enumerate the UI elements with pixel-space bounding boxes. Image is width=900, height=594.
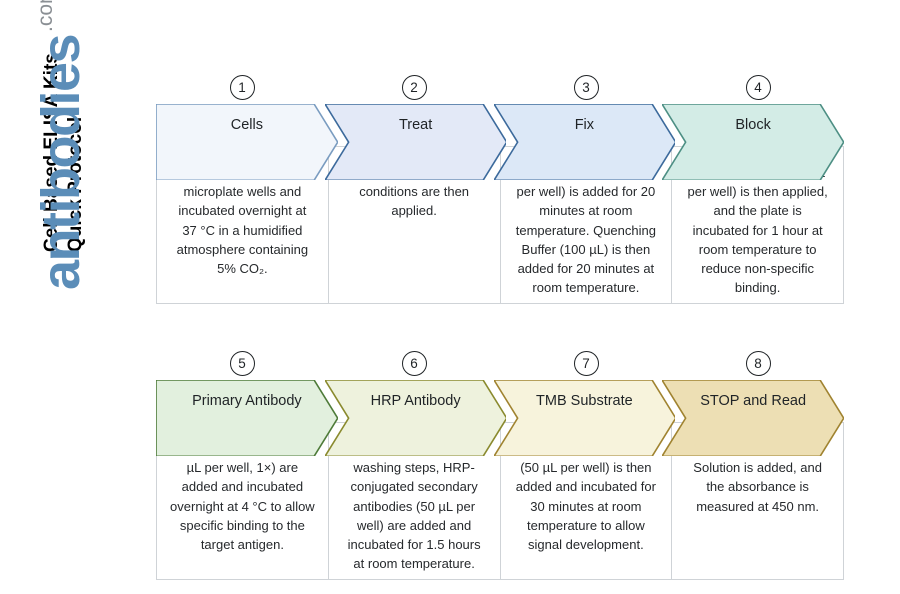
step-number-cell: 5 xyxy=(156,346,328,380)
page-title: Cell Based ELISA Kits Quick Protocol xyxy=(40,0,120,252)
step-number-cell: 2 xyxy=(328,70,500,104)
watermark-tld: .com xyxy=(34,0,57,32)
step-header-chevron[interactable]: Treat xyxy=(324,104,507,181)
step-number-cell: 1 xyxy=(156,70,328,104)
page-title-line-1: Cell Based ELISA Kits xyxy=(41,53,62,252)
step-header-chevron[interactable]: Fix xyxy=(493,104,676,181)
step-header-chevron[interactable]: HRP Antibody xyxy=(324,380,507,457)
step-header-label: Cells xyxy=(230,117,263,133)
step-number-badge: 7 xyxy=(573,350,599,376)
step-number-badge: 5 xyxy=(229,350,255,376)
step-number-cell: 6 xyxy=(328,346,500,380)
step-number-strip: 5 6 7 8 xyxy=(156,346,844,380)
step-header-chevron[interactable]: Block xyxy=(662,104,844,181)
step-number-cell: 8 xyxy=(672,346,844,380)
step-number-badge: 4 xyxy=(745,74,771,100)
step-header-chevron[interactable]: Primary Antibody xyxy=(156,380,338,457)
protocol-row-2: 5 6 7 8 Primary Antibody HRP Antibody TMB S… xyxy=(156,346,844,580)
step-number-cell: 3 xyxy=(500,70,672,104)
step-header-strip: Cells Treat Fix Block xyxy=(156,104,844,181)
brand-watermark: antibodies .com xyxy=(30,0,92,290)
step-description-text: Blocking Buffer (200 µL per well) is the… xyxy=(687,165,828,296)
step-header-label: Fix xyxy=(574,117,595,133)
step-header-chevron[interactable]: TMB Substrate xyxy=(493,380,676,457)
step-number-cell: 7 xyxy=(500,346,672,380)
step-header-label: Primary Antibody xyxy=(192,393,302,409)
step-header-label: Block xyxy=(735,117,771,133)
step-header-label: Treat xyxy=(398,117,433,133)
step-description-text: After appropriate washing steps, HRP-con… xyxy=(347,441,481,572)
step-number-badge: 6 xyxy=(401,350,427,376)
step-header-chevron[interactable]: STOP and Read xyxy=(662,380,844,457)
page-title-text: Cell Based ELISA Kits Quick Protocol xyxy=(40,53,88,252)
step-number-badge: 2 xyxy=(401,74,427,100)
page-title-line-2: Quick Protocol xyxy=(64,116,86,252)
step-header-strip: Primary Antibody HRP Antibody TMB Substr… xyxy=(156,380,844,457)
step-description-text: Fixing solution (100 µL per well) is add… xyxy=(515,165,656,296)
step-number-badge: 1 xyxy=(229,74,255,100)
watermark-brand: antibodies xyxy=(31,34,91,290)
step-number-badge: 8 xyxy=(745,350,771,376)
step-header-label: STOP and Read xyxy=(700,393,807,409)
step-number-badge: 3 xyxy=(573,74,599,100)
step-header-chevron[interactable]: Cells xyxy=(156,104,338,181)
step-header-label: TMB Substrate xyxy=(536,393,633,409)
step-number-cell: 4 xyxy=(672,70,844,104)
step-header-label: HRP Antibody xyxy=(370,393,461,409)
step-number-strip: 1 2 3 4 xyxy=(156,70,844,104)
